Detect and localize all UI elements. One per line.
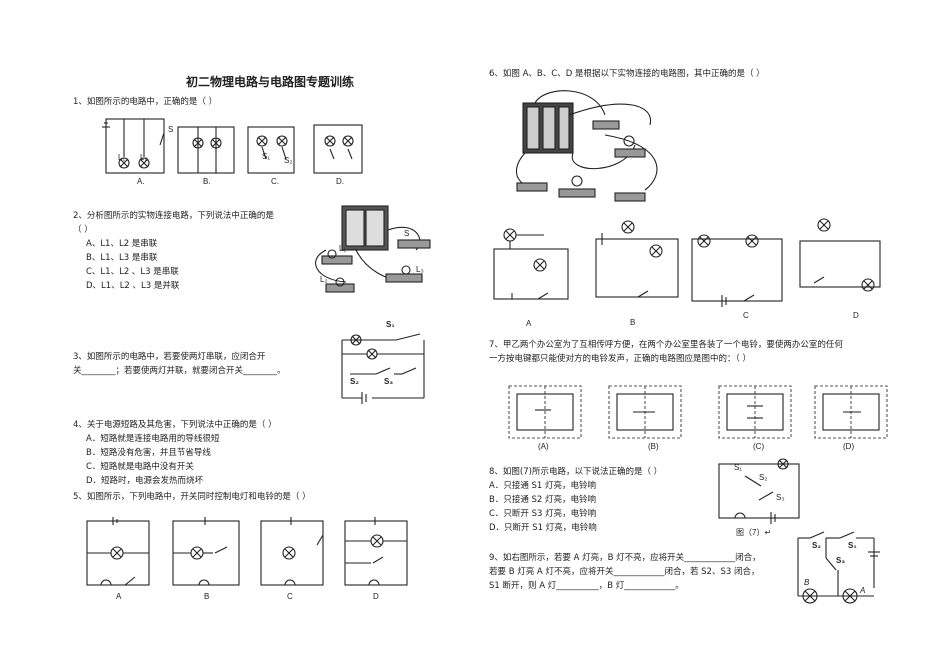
q5-circuit-d xyxy=(344,517,408,586)
q7-label-b: (B) xyxy=(648,442,659,451)
q9-s1: S₁ xyxy=(848,541,857,550)
q8-option-a: A．只接通 S1 灯亮，电铃响 xyxy=(489,481,597,491)
q6-circuit-figures xyxy=(493,218,881,307)
q7-circuit-c xyxy=(718,385,792,439)
q7-line-2: 一方按电键都只能使对方的电铃发声，正确的电路图应是图中的：（ ） xyxy=(489,354,751,364)
q1-circuit-figures xyxy=(102,118,363,174)
q6-circuit-a xyxy=(493,228,569,300)
q1-circuit-c xyxy=(247,126,295,174)
q6-label-c: C xyxy=(743,311,749,320)
q3-s3: S₃ xyxy=(384,377,394,386)
q8-option-b: B．只接通 S2 灯亮，电铃响 xyxy=(489,495,597,505)
q1-label-b: B. xyxy=(203,177,211,186)
question-3: 3、如图所示的电路中，若要使两灯串联，应闭合开 关________；若要使两灯并… xyxy=(73,350,286,378)
q2-option-d: D、L1、L2 、L3 是并联 xyxy=(86,281,180,291)
q9-line-3: S1 断开，则 A 灯__________，B 灯____________。 xyxy=(489,581,684,591)
q5-label-b: B xyxy=(204,592,210,601)
q8-stem: 8、如图(7)所示电路，以下说法正确的是（ ） xyxy=(489,467,663,477)
q4-option-d: D．短路时，电源会发热而烧坏 xyxy=(86,476,204,486)
q6-label-b: B xyxy=(630,318,636,327)
q1-label-c: C. xyxy=(271,177,279,186)
q9-line-2: 若要 B 灯亮 A 灯不亮，应将开关____________闭合，若 S2、S3… xyxy=(489,567,760,577)
question-6: 6、如图 A、B、C、D 是根据以下实物连接的电路图，其中正确的是（ ） xyxy=(489,69,765,79)
q2-option-a: A、L1、L2 是串联 xyxy=(86,239,158,249)
q8-option-c: C．只断开 S3 灯亮，电铃响 xyxy=(489,509,597,519)
q8-s1: S₁ xyxy=(734,463,743,472)
q1-circuit-d xyxy=(313,124,363,174)
q1-label-a: A. xyxy=(137,177,145,186)
q6-label-d: D xyxy=(853,311,859,320)
q9-circuit xyxy=(797,531,880,604)
q7-label-c: (C) xyxy=(753,442,765,451)
q5-circuit-c xyxy=(260,517,324,586)
q2-l3: L₃ xyxy=(416,265,424,274)
q5-label-c: C xyxy=(287,592,293,601)
q3-line-2: 关________；若要使两灯并联，就要闭合开关________。 xyxy=(73,366,286,376)
q3-circuit xyxy=(341,333,425,404)
q6-circuit-c xyxy=(691,234,783,307)
question-5: 5、如图所示，下列电路中，开关同时控制电灯和电铃的是（ ） xyxy=(73,492,311,502)
q8-s3: S₃ xyxy=(776,493,785,502)
q8-caption: 图（7）↵ xyxy=(736,528,772,537)
q2-paren: （ ） xyxy=(73,225,93,235)
q9-line-1: 9、如右图所示，若要 A 灯亮，B 灯不亮，应将开关____________闭合… xyxy=(489,553,761,563)
q1-s1: S₁ xyxy=(262,152,271,161)
q6-physical-circuit xyxy=(515,90,658,202)
q8-circuit xyxy=(718,458,800,524)
q5-circuit-a xyxy=(86,517,150,586)
question-8: 8、如图(7)所示电路，以下说法正确的是（ ） A．只接通 S1 灯亮，电铃响 … xyxy=(489,465,662,535)
q1-l1: L₁ xyxy=(118,153,126,162)
q9-label-b: B xyxy=(804,578,810,587)
q4-option-a: A．短路就是连接电路用的导线很短 xyxy=(86,434,220,444)
question-1: 1、如图所示的电路中，正确的是（ ） xyxy=(73,97,218,107)
q2-option-c: C、L1、L2 、L3 是串联 xyxy=(86,267,179,277)
q3-line-1: 3、如图所示的电路中，若要使两灯串联，应闭合开 xyxy=(73,352,266,362)
q6-circuit-d xyxy=(799,218,881,292)
q7-label-a: (A) xyxy=(538,442,549,451)
q3-s1: S₁ xyxy=(386,320,395,329)
q7-circuit-d xyxy=(814,385,888,439)
question-7: 7、甲乙两个办公室为了互相传呼方便，在两个办公室里各装了一个电铃，要使两办公室的… xyxy=(489,338,843,366)
q2-physical-circuit xyxy=(315,205,431,293)
q1-circuit-a xyxy=(102,118,165,174)
q1-circuit-b xyxy=(177,126,235,174)
q6-label-a: A xyxy=(526,319,532,328)
q1-s2: S₂ xyxy=(284,156,293,165)
q8-s2: S₂ xyxy=(759,473,768,482)
page-title: 初二物理电路与电路图专题训练 xyxy=(186,75,355,89)
q7-line-1: 7、甲乙两个办公室为了互相传呼方便，在两个办公室里各装了一个电铃，要使两办公室的… xyxy=(489,340,843,350)
question-2: 2、分析图所示的实物连接电路，下列说法中正确的是 （ ） A、L1、L2 是串联… xyxy=(73,209,274,293)
q7-circuit-b xyxy=(608,385,682,439)
q7-circuit-figures xyxy=(508,385,888,439)
q9-label-a: A xyxy=(860,586,866,595)
q2-option-b: B、L1、L3 是串联 xyxy=(86,253,158,263)
q5-circuit-b xyxy=(172,517,240,586)
q2-s: S xyxy=(404,229,410,238)
question-4: 4、关于电源短路及其危害，下列说法中正确的是（ ） A．短路就是连接电路用的导线… xyxy=(73,418,277,488)
q8-option-d: D．只断开 S1 灯亮，电铃响 xyxy=(489,523,597,533)
q1-l2: L₂ xyxy=(140,153,148,162)
q2-stem: 2、分析图所示的实物连接电路，下列说法中正确的是 xyxy=(73,211,274,221)
q5-label-d: D xyxy=(373,592,379,601)
q9-s2: S₂ xyxy=(812,541,821,550)
q1-s: S xyxy=(168,125,174,134)
q9-s3: S₃ xyxy=(836,556,846,565)
q5-label-a: A xyxy=(116,592,122,601)
q7-label-d: (D) xyxy=(843,442,855,451)
q2-l1: L₁ xyxy=(339,244,347,253)
q3-s2: S₂ xyxy=(350,377,359,386)
q6-circuit-b xyxy=(595,220,679,298)
question-9: 9、如右图所示，若要 A 灯亮，B 灯不亮，应将开关____________闭合… xyxy=(489,551,761,593)
q5-circuit-figures xyxy=(86,517,408,586)
q4-stem: 4、关于电源短路及其危害，下列说法中正确的是（ ） xyxy=(73,420,277,430)
q1-label-d: D. xyxy=(336,177,344,186)
q2-l2: L₂ xyxy=(320,275,328,284)
q7-circuit-a xyxy=(508,385,582,439)
q4-option-c: C．短路就是电路中没有开关 xyxy=(86,462,194,472)
q4-option-b: B．短路没有危害，并且节省导线 xyxy=(86,448,211,458)
